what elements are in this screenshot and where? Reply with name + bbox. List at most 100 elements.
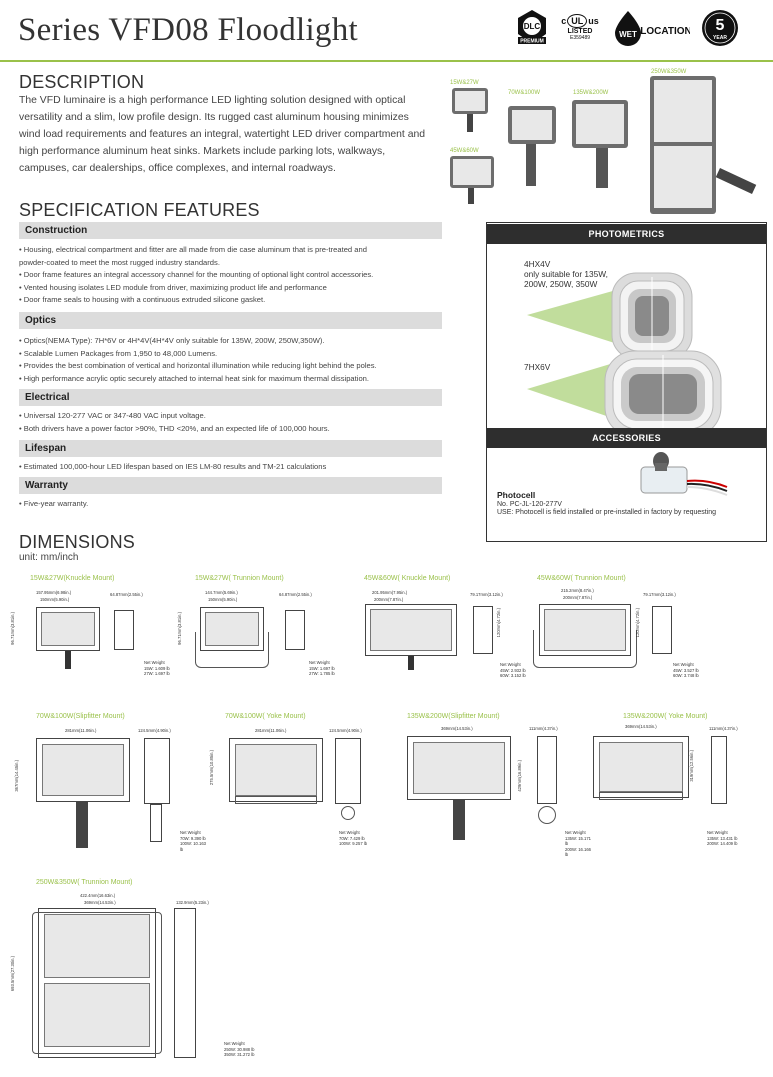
weight-line: 70W: 9.390 lb — [180, 835, 206, 841]
spec-item: • Door frame seals to housing with a con… — [19, 295, 266, 304]
dimension-drawing: 45W&60W( Trunnion Mount) 215.2mm(8.47in.… — [527, 572, 707, 692]
svg-text:PREMIUM: PREMIUM — [520, 39, 544, 45]
svg-text:5: 5 — [716, 17, 725, 34]
net-weight: Net Weight 45W: 3.527 lb 60W: 3.748 lb — [673, 662, 699, 679]
spec-item: • Universal 120-277 VAC or 347-480 VAC i… — [19, 411, 206, 420]
product-label: 70W&100W — [508, 90, 541, 96]
dim-label: 64.87mm(2.55in.) — [279, 592, 312, 597]
lifespan-list: • Estimated 100,000-hour LED lifespan ba… — [19, 461, 442, 474]
drawing-title: 70W&100W(Slipfitter Mount) — [36, 713, 125, 720]
dimensions-unit: unit: mm/inch — [19, 552, 79, 563]
five-year-badge: 5 YEAR — [700, 8, 740, 48]
weight-line: 15W: 1.697 lb — [309, 665, 335, 671]
dim-label: 215.2mm(8.47in.) — [561, 588, 594, 593]
net-weight: Net Weight 15W: 1.697 lb 27W: 1.785 lb — [309, 660, 335, 677]
weight-line: 60W: 3.748 lb — [673, 673, 699, 678]
photocell-use: USE: Photocell is field installed or pre… — [497, 509, 717, 516]
photometrics-heading: PHOTOMETRICS — [487, 224, 766, 244]
spec-item: • Provides the best combination of verti… — [19, 361, 377, 370]
dim-label: 429mm(16.89in.) — [517, 760, 522, 792]
spec-item: • Five-year warranty. — [19, 499, 89, 508]
weight-line: 27W: 1.697 lb — [144, 671, 170, 676]
dim-label: 422.4mm(16.63in.) — [80, 893, 116, 898]
svg-text:YEAR: YEAR — [713, 35, 727, 41]
dimensions-heading: DIMENSIONS — [19, 532, 136, 552]
dim-label: 319mm(12.56in.) — [689, 750, 694, 782]
floodlight-135w-image — [572, 100, 628, 148]
product-label: 15W&27W — [450, 80, 479, 86]
spec-item: • Door frame features an integral access… — [19, 270, 374, 279]
dim-label: 120mm(4.72in.) — [635, 608, 640, 638]
drawing-title: 15W&27W(Knuckle Mount) — [30, 575, 115, 582]
electrical-list: • Universal 120-277 VAC or 347-480 VAC i… — [19, 410, 442, 435]
dim-label: 96.71mm(3.81in.) — [10, 612, 15, 645]
product-label: 45W&60W — [450, 148, 479, 154]
photocell-info: Photocell No. PC-JL-120-277V USE: Photoc… — [497, 490, 762, 516]
dimension-drawing: 15W&27W(Knuckle Mount) 157.95mm(6.98in.)… — [10, 572, 190, 692]
net-weight: Net Weight 250W: 30.988 lb 350W: 31.272 … — [224, 1041, 254, 1058]
dim-label: 369mm(14.53in.) — [441, 726, 473, 731]
construction-heading: Construction — [19, 222, 442, 239]
optics-heading: Optics — [19, 312, 442, 329]
weight-line: 135W: 13.431 lb — [707, 835, 738, 841]
electrical-heading: Electrical — [19, 389, 442, 406]
net-weight: Net Weight 45W: 2.932 lb 60W: 3.152 lb — [500, 662, 526, 679]
dimension-drawing: 15W&27W( Trunnion Mount) 144.7mm(5.69in.… — [175, 572, 355, 692]
drawing-title: 70W&100W( Yoke Mount) — [225, 713, 306, 720]
dim-label: 120mm(4.72in.) — [496, 608, 501, 638]
dim-label: 201.95mm(7.95in.) — [372, 590, 408, 595]
dimension-drawing: 250W&350W( Trunnion Mount) 422.4mm(16.63… — [6, 876, 286, 1066]
floodlight-70w-image — [508, 106, 556, 144]
spec-item: • Scalable Lumen Packages from 1,950 to … — [19, 348, 218, 358]
drawing-title: 45W&60W( Trunnion Mount) — [537, 575, 626, 582]
photometric-4hx4v-label: 4HX4V only suitable for 135W, 200W, 250W… — [524, 259, 608, 289]
dim-label: 150mm(5.90in.) — [40, 597, 70, 602]
product-label: 250W&350W — [651, 69, 687, 75]
product-label: 135W&200W — [573, 90, 609, 96]
weight-line: Net Weight — [144, 660, 165, 665]
dim-label: 150mm(5.90in.) — [208, 597, 238, 602]
drawing-title: 45W&60W( Knuckle Mount) — [364, 575, 451, 582]
weight-line: 15W: 1.609 lb — [144, 665, 170, 671]
photometrics-panel: PHOTOMETRICS 4HX4V only suitable for 135… — [486, 222, 767, 542]
description-heading: DESCRIPTION — [19, 72, 145, 92]
dim-label: 64.87mm(2.55in.) — [110, 592, 143, 597]
spec-item: • Optics(NEMA Type): 7H*6V or 4H*4V(4H*4… — [19, 336, 325, 345]
dim-label: 275.5mm(10.85in.) — [209, 750, 214, 786]
dim-label: 200mm(7.87in.) — [374, 597, 404, 602]
spec-item: • High performance acrylic optic securel… — [19, 373, 370, 383]
photometric-diagrams — [527, 272, 722, 437]
svg-text:WET: WET — [619, 30, 637, 39]
drawing-title: 15W&27W( Trunnion Mount) — [195, 575, 284, 582]
accessories-heading: ACCESSORIES — [487, 428, 766, 448]
drawing-title: 250W&350W( Trunnion Mount) — [36, 879, 133, 886]
weight-line: 70W: 7.429 lb — [339, 835, 365, 841]
dim-label: 79.17mm(3.12in.) — [470, 592, 503, 597]
photometric-note: only suitable for 135W, — [524, 269, 608, 279]
construction-list: • Housing, electrical compartment and fi… — [19, 244, 442, 307]
weight-line: 135W: 15.171 lb — [565, 835, 591, 847]
floodlight-250w-image — [650, 76, 716, 214]
photocell-name: Photocell — [497, 490, 536, 500]
weight-line: 200W: 14.409 lb — [707, 841, 738, 846]
drawing-title: 135W&200W( Yoke Mount) — [623, 713, 708, 720]
photocell-model: No. PC-JL-120-277V — [497, 501, 562, 508]
dimension-drawing: 135W&200W( Yoke Mount) 369mm(14.53in.) 1… — [585, 710, 770, 860]
dimension-drawing: 45W&60W( Knuckle Mount) 201.95mm(7.95in.… — [350, 572, 530, 692]
net-weight: Net Weight 135W: 15.171 lb 200W: 16.166 … — [565, 830, 595, 858]
weight-line: 100W: 10.163 lb — [180, 841, 206, 852]
dim-label: 157.95mm(6.98in.) — [36, 590, 72, 595]
dimension-drawing: 70W&100W( Yoke Mount) 281mm(11.06in.) 12… — [205, 710, 395, 860]
dim-label: 124.5mm(4.90in.) — [329, 728, 362, 733]
photometric-7hx6v-label: 7HX6V — [524, 362, 551, 372]
weight-line: Net Weight — [673, 662, 694, 667]
weight-line: 250W: 30.988 lb — [224, 1046, 255, 1052]
dim-label: 369mm(14.53in.) — [84, 900, 116, 905]
photometric-note: 200W, 250W, 350W — [524, 279, 598, 289]
weight-line: 45W: 2.932 lb — [500, 667, 526, 673]
spec-item: • Estimated 100,000-hour LED lifespan ba… — [19, 462, 327, 471]
weight-line: 45W: 3.527 lb — [673, 667, 699, 673]
floodlight-15w-image — [452, 88, 488, 114]
svg-text:LOCATION: LOCATION — [640, 26, 690, 37]
